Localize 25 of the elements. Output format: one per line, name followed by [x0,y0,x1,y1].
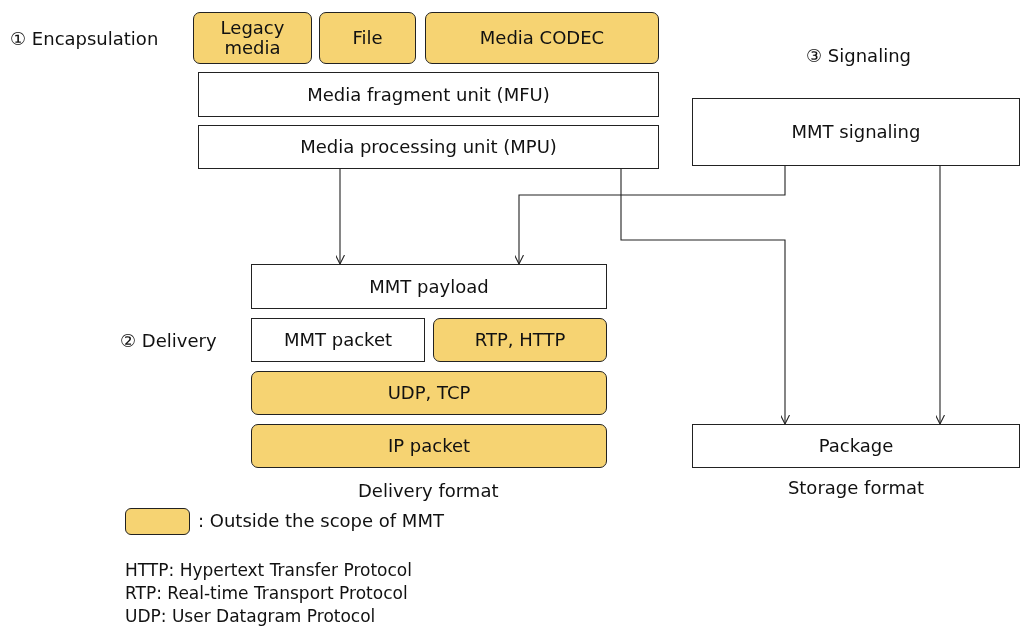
layer-box: MMT payload [251,264,607,309]
signaling-box: MMT signaling [692,98,1020,166]
arrow [620,168,791,425]
section-label: ③ Signaling [806,45,911,66]
section-label: ② Delivery [120,330,217,351]
legend-text: : Outside the scope of MMT [198,510,444,531]
abbreviation-note: UDP: User Datagram Protocol [125,606,376,626]
package-box: Package [692,424,1020,468]
arrow [334,168,346,265]
caption-text: Delivery format [358,480,499,501]
layer-box: MMT packet [251,318,425,362]
abbreviation-note: RTP: Real-time Transport Protocol [125,583,408,603]
layer-box: Media processing unit (MPU) [198,125,659,169]
media-box: Legacy media [193,12,312,64]
arrow [934,165,946,425]
layer-box: UDP, TCP [251,371,607,415]
media-box: Media CODEC [425,12,659,64]
layer-box: IP packet [251,424,607,468]
arrow [513,165,786,265]
caption-text: Storage format [787,477,925,498]
section-label: ① Encapsulation [10,28,159,49]
media-box: File [319,12,416,64]
layer-box: RTP, HTTP [433,318,607,362]
layer-box: Media fragment unit (MFU) [198,72,659,117]
abbreviation-note: HTTP: Hypertext Transfer Protocol [125,560,412,580]
